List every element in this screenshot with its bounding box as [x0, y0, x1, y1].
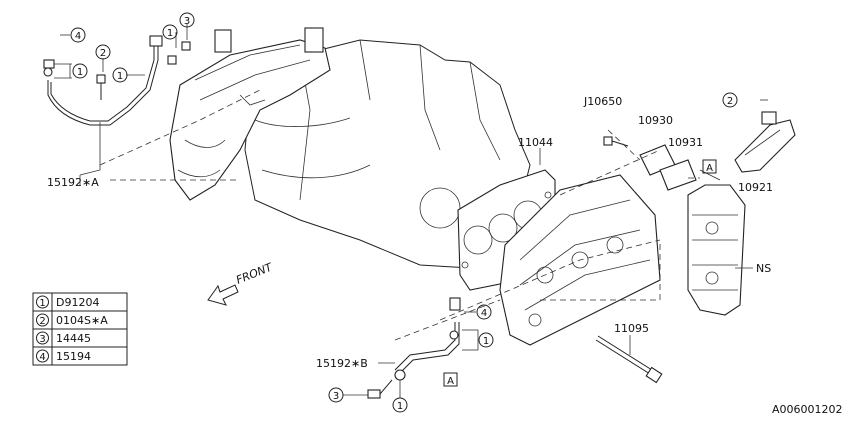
front-direction-arrow: FRONT: [207, 260, 275, 306]
bolt-14445-upper: [167, 41, 191, 65]
leader-lines: [54, 24, 768, 398]
gasket-10931: [659, 159, 697, 191]
label-15192a: 15192∗A: [47, 176, 99, 189]
callout-1-pipe-a: 1: [112, 67, 128, 83]
bolt-0104s-upper-left: [96, 74, 106, 100]
label-j10650: J10650: [583, 95, 622, 108]
view-marker-a-upper: A: [702, 159, 717, 174]
legend-part: 15194: [56, 350, 91, 363]
legend-row: 2 0104S∗A: [36, 313, 108, 327]
callout-1-upper-left: 1: [72, 63, 88, 79]
view-marker-a-lower: A: [443, 372, 458, 387]
callout-number: 1: [117, 71, 123, 82]
oil-pipe-15192b: [367, 297, 461, 399]
callout-1-bottom: 1: [392, 397, 408, 413]
callout-3-top: 3: [179, 12, 195, 28]
callout-number: 1: [397, 401, 403, 412]
label-10930: 10930: [638, 114, 673, 127]
view-marker-letter: A: [706, 163, 713, 174]
label-11095: 11095: [614, 322, 649, 335]
parts-legend: 1 D91204 2 0104S∗A 3 14445 4 15194: [32, 292, 128, 366]
callout-1-top: 1: [162, 24, 178, 40]
callout-1-lower: 1: [478, 332, 494, 348]
oil-control-valve: [734, 111, 796, 173]
head-bolt-11095: [595, 335, 663, 384]
label-15192b: 15192∗B: [316, 357, 368, 370]
legend-row: 1 D91204: [36, 295, 99, 309]
bolt-j10650: [603, 136, 629, 147]
label-ns: NS: [756, 262, 771, 275]
callout-4-upper-left: 4: [70, 27, 86, 43]
view-marker-letter: A: [447, 376, 454, 387]
intake-manifold: [169, 27, 331, 201]
callout-number: 2: [727, 96, 733, 107]
label-10921: 10921: [738, 181, 773, 194]
callout-2-upper-left: 2: [95, 44, 111, 60]
legend-part: 14445: [56, 332, 91, 345]
callout-number: 4: [75, 31, 81, 42]
figure-code: A006001202: [772, 403, 843, 416]
label-10931: 10931: [668, 136, 703, 149]
legend-part: D91204: [56, 296, 99, 309]
oil-pipe-15192a: [43, 35, 163, 176]
legend-num: 4: [39, 352, 45, 363]
legend-num: 1: [39, 298, 45, 309]
callout-number: 1: [167, 28, 173, 39]
camshaft-housing: [687, 184, 746, 316]
callout-number: 3: [333, 391, 339, 402]
callout-number: 1: [483, 336, 489, 347]
callout-number: 1: [77, 67, 83, 78]
legend-row: 3 14445: [36, 331, 91, 345]
callout-2-right: 2: [722, 92, 738, 108]
callout-number: 2: [100, 48, 106, 59]
callout-number: 4: [481, 308, 487, 319]
legend-part: 0104S∗A: [56, 314, 108, 327]
legend-num: 2: [39, 316, 45, 327]
front-label: FRONT: [234, 260, 275, 287]
callout-4-lower: 4: [476, 304, 492, 320]
legend-row: 4 15194: [36, 349, 91, 363]
callout-number: 3: [184, 16, 190, 27]
callout-3-lower: 3: [328, 387, 344, 403]
legend-num: 3: [39, 334, 45, 345]
label-11044: 11044: [518, 136, 553, 149]
assembly-lines: [99, 89, 700, 341]
